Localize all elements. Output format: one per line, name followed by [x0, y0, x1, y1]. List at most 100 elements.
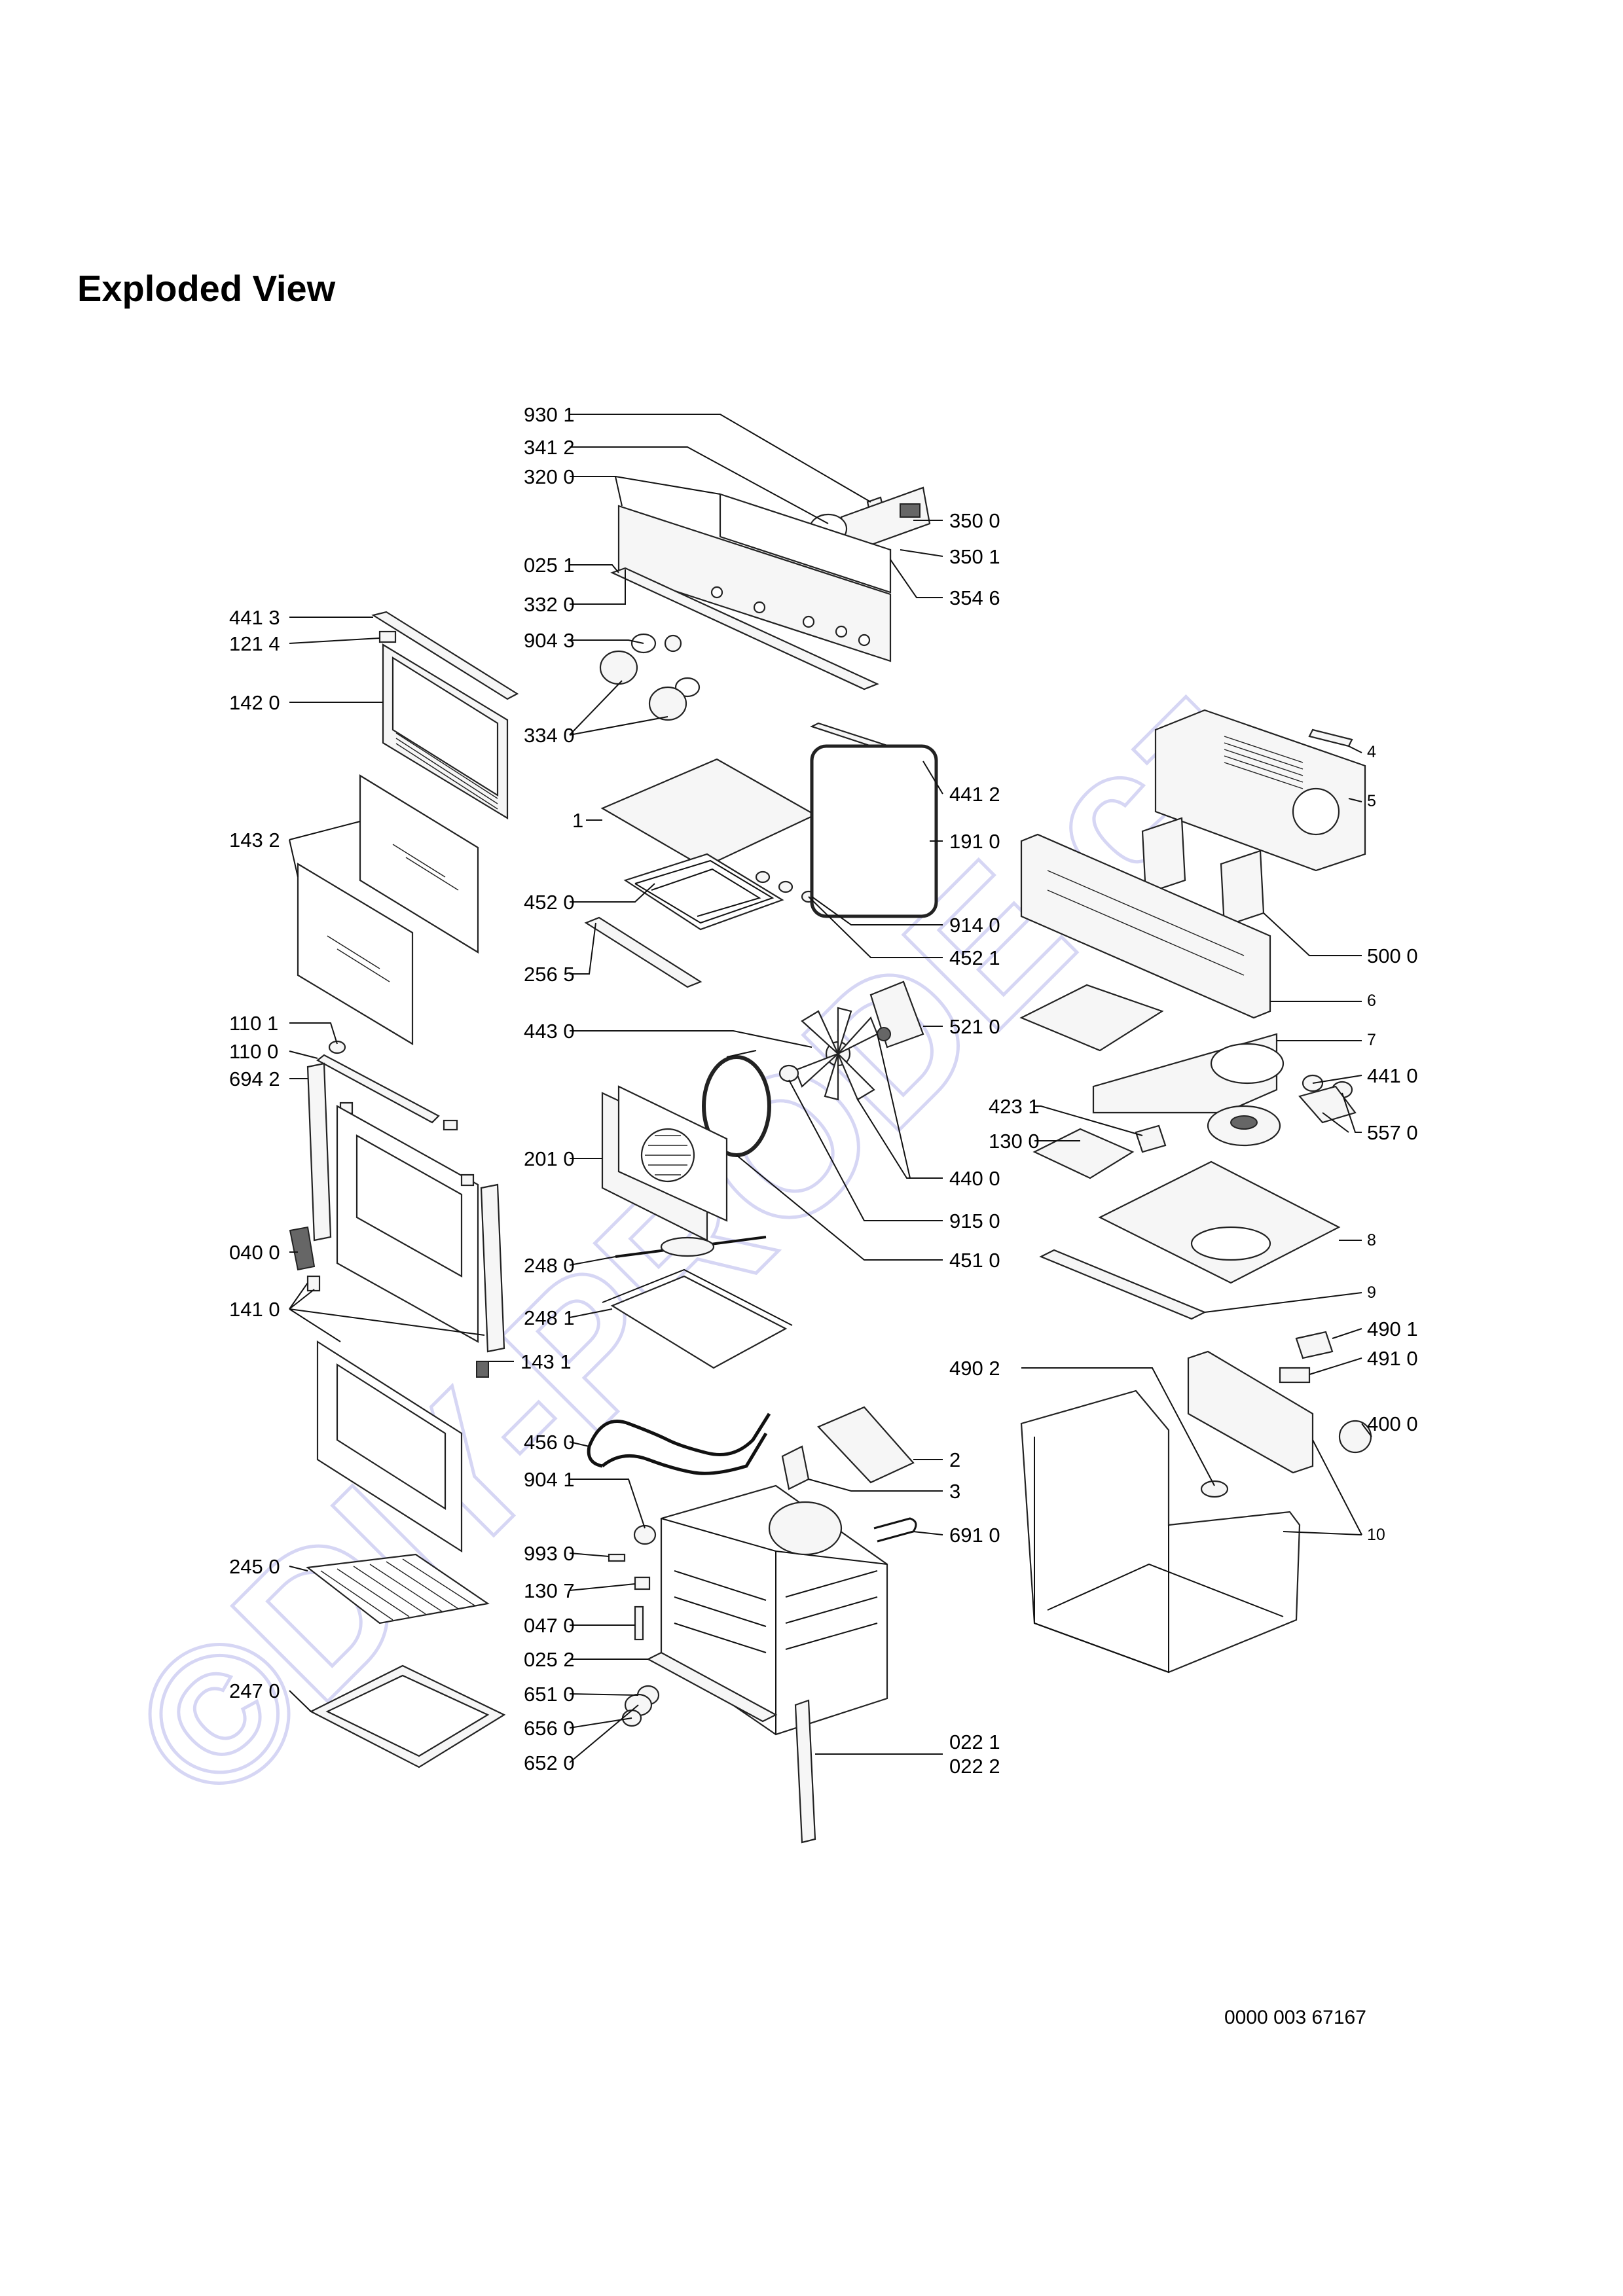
- label-423-1: 423 1: [989, 1095, 1040, 1118]
- oven-rack-bars: [320, 1558, 475, 1621]
- cooling-base-plate: [1098, 1160, 1341, 1284]
- label-334-0: 334 0: [524, 724, 575, 747]
- label-320-0: 320 0: [524, 465, 575, 488]
- label-930-1: 930 1: [524, 403, 575, 426]
- relay-left: [1141, 817, 1186, 895]
- door-latch-spring: [873, 1517, 917, 1543]
- terminal-block: [1295, 1331, 1334, 1359]
- oven-door-gasket: [810, 744, 938, 918]
- knob-right: [648, 686, 687, 721]
- rear-control-frame: [1020, 833, 1271, 1019]
- label-025-2: 025 2: [524, 1648, 575, 1671]
- label-130-7: 130 7: [524, 1579, 575, 1602]
- label-143-1: 143 1: [520, 1350, 572, 1373]
- door-rod: [316, 1054, 440, 1124]
- label-6: 6: [1367, 992, 1376, 1010]
- label-332-0: 332 0: [524, 593, 575, 616]
- label-025-1: 025 1: [524, 554, 575, 577]
- label-022-2: 022 2: [949, 1755, 1000, 1778]
- label-9: 9: [1367, 1283, 1376, 1302]
- label-040-0: 040 0: [229, 1241, 280, 1264]
- oven-bottom-shelf-edge: [602, 1268, 793, 1326]
- label-694-2: 694 2: [229, 1067, 280, 1090]
- control-display: [900, 503, 921, 518]
- label-521-0: 521 0: [949, 1015, 1000, 1038]
- outer-door-window: [356, 1134, 463, 1278]
- hinge-mechanism: [289, 1226, 316, 1271]
- door-hinge-left: [306, 1062, 332, 1242]
- oven-bottom-shelf: [610, 1275, 788, 1369]
- top-housing-fan-opening: [1292, 787, 1340, 836]
- label-143-2: 143 2: [229, 829, 280, 852]
- thermal-fuse: [1200, 1480, 1229, 1498]
- grill-bracket: [584, 916, 702, 988]
- label-354-6: 354 6: [949, 586, 1000, 609]
- cooling-fan-hub: [1230, 1115, 1258, 1130]
- label-400-0: 400 0: [1367, 1412, 1418, 1435]
- label-248-0: 248 0: [524, 1254, 575, 1277]
- glass-clip: [476, 1361, 489, 1378]
- label-3: 3: [949, 1480, 960, 1503]
- thermostat-bracket: [1298, 1085, 1357, 1124]
- inner-door-vents: [395, 732, 498, 810]
- baking-tray-inner: [325, 1674, 490, 1757]
- grill-element: [623, 853, 784, 931]
- label-7: 7: [1367, 1031, 1376, 1049]
- label-691-0: 691 0: [949, 1524, 1000, 1547]
- door-hinge-right: [480, 1183, 505, 1353]
- part-labels: 930 1 341 2 320 0 025 1 332 0 904 3 334 …: [229, 403, 1418, 1778]
- control-panel-overlay: [719, 493, 892, 594]
- label-441-0: 441 0: [1367, 1064, 1418, 1087]
- oven-top-cover: [600, 758, 817, 869]
- top-housing-clip: [1308, 728, 1353, 747]
- label-2: 2: [949, 1448, 960, 1471]
- label-915-0: 915 0: [949, 1210, 1000, 1232]
- inner-glass-panel: [359, 774, 479, 954]
- door-hinge-clip: [378, 630, 397, 643]
- label-440-0: 440 0: [949, 1167, 1000, 1190]
- outer-casing-rear: [1047, 1563, 1284, 1617]
- label-4: 4: [1367, 743, 1376, 761]
- tangential-fan: [1032, 1128, 1135, 1179]
- label-490-2: 490 2: [949, 1357, 1000, 1380]
- label-452-0: 452 0: [524, 891, 575, 914]
- knob-left: [599, 650, 638, 685]
- fan-nut: [778, 1064, 799, 1083]
- label-651-0: 651 0: [524, 1683, 575, 1706]
- fan-blade: [794, 1007, 879, 1101]
- label-350-1: 350 1: [949, 545, 1000, 568]
- label-500-0: 500 0: [1367, 944, 1418, 967]
- label-350-0: 350 0: [949, 509, 1000, 532]
- temperature-probe: [615, 1236, 767, 1258]
- label-110-0: 110 0: [229, 1040, 278, 1063]
- rear-control-frame-slots: [1047, 870, 1245, 976]
- oven-cavity-fan-opening: [768, 1501, 843, 1556]
- fan-cover-grille-lines: [645, 1135, 691, 1175]
- cooling-motor: [1338, 1420, 1372, 1454]
- label-914-0: 914 0: [949, 914, 1000, 937]
- label-022-1: 022 1: [949, 1731, 1000, 1753]
- label-904-1: 904 1: [524, 1468, 575, 1491]
- oven-sensor: [634, 1605, 644, 1641]
- label-10: 10: [1367, 1526, 1385, 1544]
- oven-lamp: [633, 1524, 657, 1545]
- label-110-1: 110 1: [229, 1012, 278, 1035]
- door-bushing: [328, 1040, 346, 1054]
- label-341-2: 341 2: [524, 436, 575, 459]
- label-441-2: 441 2: [949, 783, 1000, 806]
- label-8: 8: [1367, 1231, 1376, 1249]
- label-047-0: 047 0: [524, 1614, 575, 1637]
- control-panel-front: [617, 505, 892, 662]
- outer-casing-inner: [1034, 1437, 1169, 1674]
- control-panel-rail: [610, 567, 879, 691]
- label-456-0: 456 0: [524, 1431, 575, 1454]
- cooling-duct-opening: [1210, 1043, 1285, 1085]
- label-993-0: 993 0: [524, 1542, 575, 1565]
- label-5: 5: [1367, 792, 1376, 810]
- label-121-4: 121 4: [229, 632, 280, 655]
- lower-heating-element: [587, 1412, 771, 1475]
- label-256-5: 256 5: [524, 963, 575, 986]
- label-247-0: 247 0: [229, 1679, 280, 1702]
- control-panel-knob-holes: [710, 586, 871, 647]
